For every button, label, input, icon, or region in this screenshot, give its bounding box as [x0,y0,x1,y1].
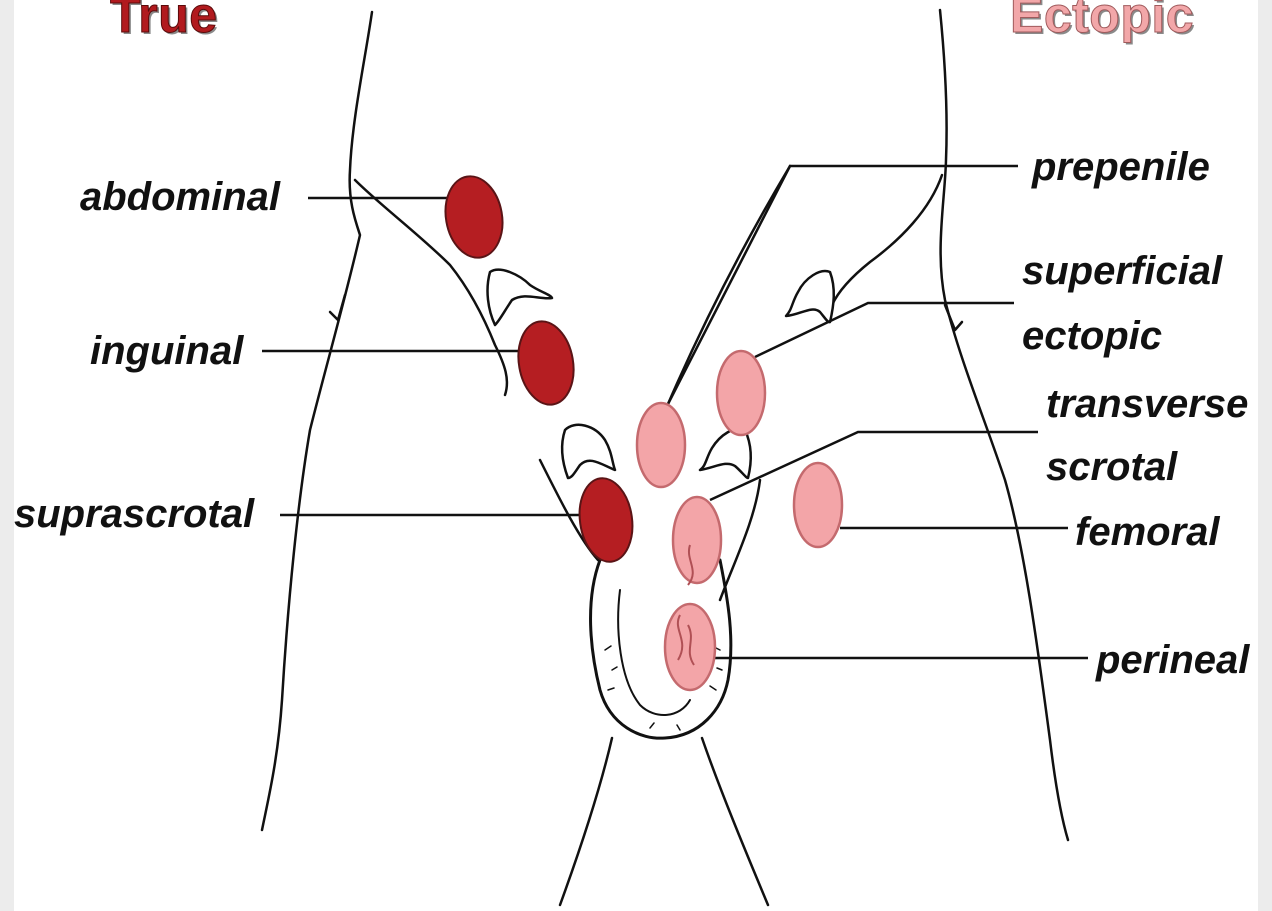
label-scrotal: scrotal [1046,447,1177,487]
label-transverse: transverse [1046,384,1248,424]
testis-inguinal [512,317,580,409]
testis-suprascrotal [574,475,637,565]
left-body-outline [262,12,372,830]
label-femoral: femoral [1075,512,1220,552]
heading-ectopic: Ectopic [1010,0,1194,44]
right-hip-notch [945,305,962,330]
right-groin-line [832,175,942,305]
right-inner-line [720,480,760,600]
right-leg-line [702,738,768,905]
label-abdominal: abdominal [80,177,280,217]
label-prepenile: prepenile [1032,147,1210,187]
left-hip-notch [330,295,345,320]
testis-transverse-scrotal [673,497,721,583]
testis-superficial-ectopic [717,351,765,435]
testis-femoral [794,463,842,547]
left-ring-upper [488,270,552,325]
label-suprascrotal: suprascrotal [14,494,254,534]
label-inguinal: inguinal [90,331,243,371]
heading-true: True [110,0,218,44]
left-leg-line [560,738,612,905]
testis-prepenile [637,403,685,487]
right-ring-upper [786,271,834,322]
label-ectopic: ectopic [1022,316,1162,356]
testis-abdominal [439,172,508,262]
label-superficial: superficial [1022,251,1222,291]
left-ring-lower [562,425,615,478]
label-perineal: perineal [1096,640,1249,680]
